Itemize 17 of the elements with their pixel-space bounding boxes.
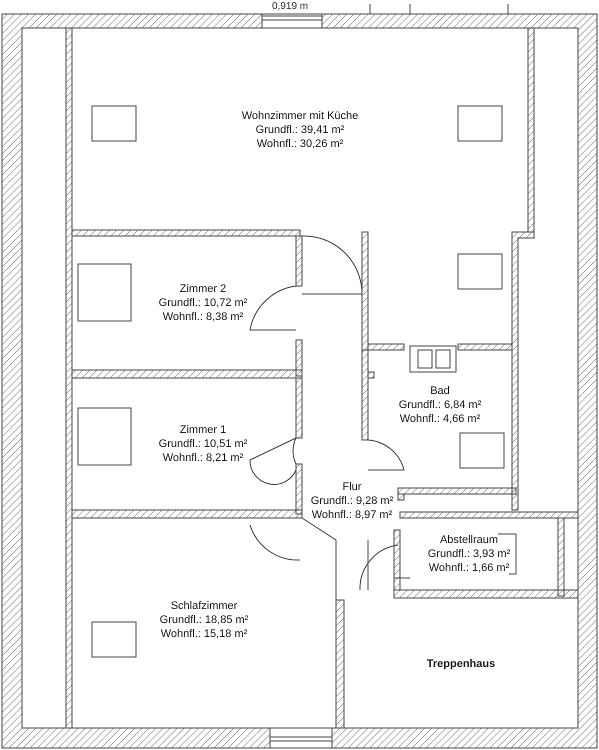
dimension-label: 0,919 m [272,1,308,12]
area-label: Grundfl.: 3,93 m² [428,547,510,561]
area-label: Wohnfl.: 8,21 m² [162,451,244,465]
area-label: Grundfl.: 6,84 m² [398,398,482,412]
room-name: Abstellraum [440,533,498,547]
area-label: Wohnfl.: 30,26 m² [256,137,344,151]
area-label: Wohnfl.: 1,66 m² [428,561,510,575]
area-label: Grundfl.: 39,41 m² [256,123,344,137]
area-label: Wohnfl.: 8,38 m² [162,310,244,324]
room-name: Treppenhaus [426,657,496,671]
area-label: Grundfl.: 10,72 m² [158,296,248,310]
area-label: Wohnfl.: 4,66 m² [400,412,480,426]
area-label: Grundfl.: 10,51 m² [158,437,248,451]
area-label: Wohnfl.: 15,18 m² [160,627,248,641]
area-label: Grundfl.: 9,28 m² [310,494,394,508]
area-label: Wohnfl.: 8,97 m² [312,508,392,522]
area-label: Grundfl.: 18,85 m² [160,613,248,627]
